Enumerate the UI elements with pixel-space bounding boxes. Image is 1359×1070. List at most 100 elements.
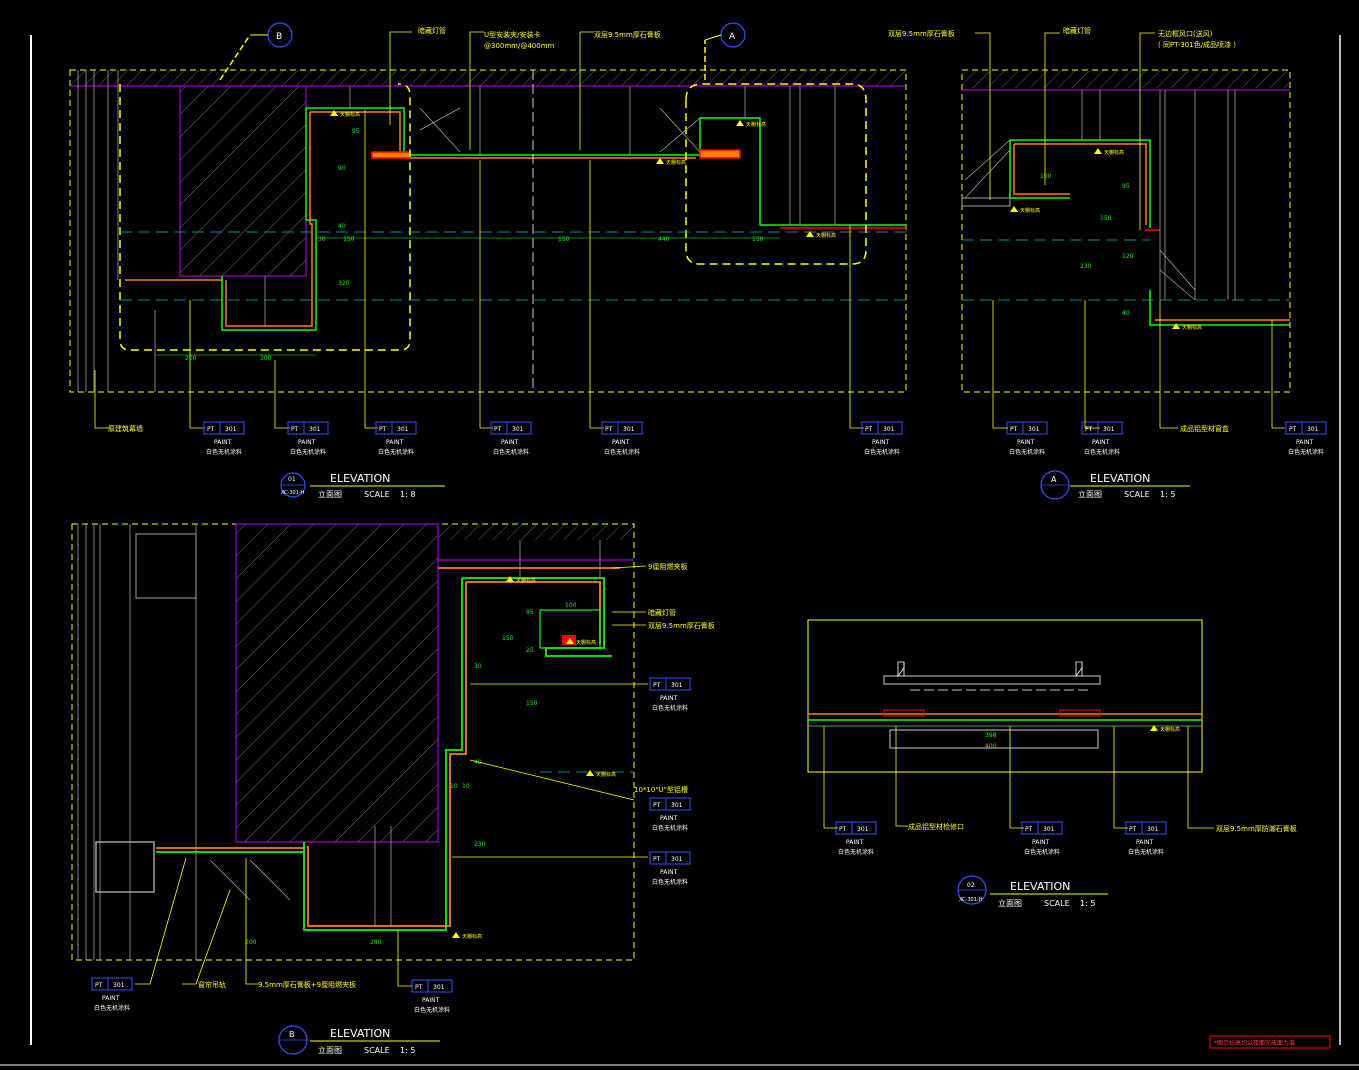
dim-label: 90 — [338, 165, 346, 172]
paint-desc: 白色无机涂料 — [652, 824, 688, 832]
paint-code: PT — [1129, 826, 1137, 833]
note-moisture-gypsum: 双层9.5mm厚防潮石膏板 — [1216, 824, 1297, 833]
paint-word: PAINT — [872, 439, 890, 446]
paint-number: 301 — [1028, 426, 1040, 433]
paint-desc: 白色无机涂料 — [1288, 448, 1324, 456]
elevation-01: 200 300 150 150 440 150 90 40 30 320 95 … — [69, 22, 907, 499]
note-curtain-wall: 原建筑幕墙 — [108, 424, 143, 433]
elevation-title: ELEVATION — [330, 1027, 390, 1040]
paint-code: PT — [653, 682, 661, 689]
note-window-box: 成品铝型材窗盒 — [1180, 424, 1229, 433]
elevation-subtitle: 立面图 — [998, 898, 1022, 908]
paint-number: 301 — [671, 682, 683, 689]
paint-word: PAINT — [1136, 839, 1154, 846]
paint-code: PT — [291, 426, 299, 433]
paint-code: PT — [379, 426, 387, 433]
dim-label: 150 — [343, 236, 355, 243]
dim-label: 100 — [1040, 173, 1052, 180]
elevation-b: 100 150 95 25 30 150 10 10 40 230 200 28… — [71, 523, 715, 1055]
elevation-title: ELEVATION — [1090, 472, 1150, 485]
dim-label: 30 — [474, 663, 482, 670]
paint-word: PAINT — [1092, 439, 1110, 446]
note-gypsum-a: 双层9.5mm厚石膏板 — [888, 29, 955, 38]
level-marker: 天棚标高 — [506, 576, 536, 584]
paint-number: 301 — [1147, 826, 1159, 833]
level-marker: 天棚标高 — [1010, 206, 1040, 214]
dim-label: 398 — [985, 732, 997, 739]
paint-code: PT — [1025, 826, 1033, 833]
dim-label: 150 — [1100, 215, 1112, 222]
callout-number: B — [289, 1030, 295, 1039]
paint-number: 301 — [512, 426, 524, 433]
elevation-a: 100 150 230 120 40 95 双层9.5mm厚石膏板 暗藏灯管 无… — [888, 26, 1291, 500]
paint-desc: 白色无机涂料 — [414, 1006, 450, 1014]
paint-desc: 白色无机涂料 — [838, 848, 874, 856]
level-marker: 天棚标高 — [736, 120, 766, 128]
paint-number: 301 — [671, 856, 683, 863]
paint-desc: 白色无机涂料 — [94, 1004, 130, 1012]
red-note-text: *图示标高均以楼面完成面为准 — [1214, 1039, 1295, 1047]
paint-code: PT — [494, 426, 502, 433]
note-spacing: @300mm/@400mm — [484, 42, 555, 50]
level-marker: 天棚标高 — [586, 770, 616, 778]
scale-value: 1: 5 — [1160, 490, 1175, 499]
note-lamp-b: 暗藏灯管 — [648, 608, 676, 617]
dim-label: 230 — [1080, 263, 1092, 270]
dim-label: 150 — [558, 236, 570, 243]
note-vent: 无边框风口(送风) — [1158, 29, 1213, 38]
paint-word: PAINT — [214, 439, 232, 446]
paint-number: 301 — [309, 426, 321, 433]
paint-number: 301 — [113, 982, 125, 989]
paint-code: PT — [415, 984, 423, 991]
paint-word: PAINT — [422, 997, 440, 1004]
paint-number: 301 — [1307, 426, 1319, 433]
level-marker: 天棚标高 — [452, 932, 482, 940]
level-label: 天棚标高 — [1104, 149, 1124, 156]
dim-label: 40 — [338, 223, 346, 230]
level-marker: 天棚标高 — [1094, 148, 1124, 156]
dim-label: 400 — [985, 743, 997, 750]
note-gypsum: 双层9.5mm厚石膏板 — [594, 30, 661, 39]
level-label: 天棚标高 — [462, 933, 482, 940]
level-label: 天棚标高 — [816, 232, 836, 239]
paint-word: PAINT — [1296, 439, 1314, 446]
callout-ref: XC-301-H — [959, 897, 983, 903]
level-marker: 天棚标高 — [806, 231, 836, 239]
note-hidden-lamp: 暗藏灯管 — [418, 26, 446, 35]
dim-label: 95 — [1122, 183, 1130, 190]
callout-number: A — [1051, 475, 1057, 484]
paint-code: PT — [653, 856, 661, 863]
paint-desc: 白色无机涂料 — [1024, 848, 1060, 856]
dim-label: 280 — [370, 939, 382, 946]
elevation-02: 398 400 成品铝型材检修口 双层9.5mm厚防潮石膏板 02 XC-301… — [807, 619, 1297, 908]
note-u-clip: U型安装夹/安装卡 — [484, 30, 540, 39]
paint-code: PT — [653, 802, 661, 809]
scale-value: 1: 8 — [400, 490, 415, 499]
paint-code: PT — [1010, 426, 1018, 433]
section-a-marker: A — [729, 32, 736, 42]
callout-number: 01 — [288, 476, 296, 483]
section-b-marker: B — [276, 32, 282, 42]
paint-code: PT — [207, 426, 215, 433]
paint-word: PAINT — [386, 439, 404, 446]
paint-word: PAINT — [1017, 439, 1035, 446]
paint-word: PAINT — [1032, 839, 1050, 846]
paint-desc: 白色无机涂料 — [864, 448, 900, 456]
paint-number: 301 — [883, 426, 895, 433]
red-note-box: *图示标高均以楼面完成面为准 — [1209, 1035, 1331, 1049]
paint-code: PT — [1085, 426, 1093, 433]
paint-number: 301 — [397, 426, 409, 433]
paint-number: 301 — [225, 426, 237, 433]
dim-label: 120 — [1122, 253, 1134, 260]
paint-word: PAINT — [660, 695, 678, 702]
paint-desc: 白色无机涂料 — [1009, 448, 1045, 456]
sheet-frame — [0, 35, 1359, 1066]
